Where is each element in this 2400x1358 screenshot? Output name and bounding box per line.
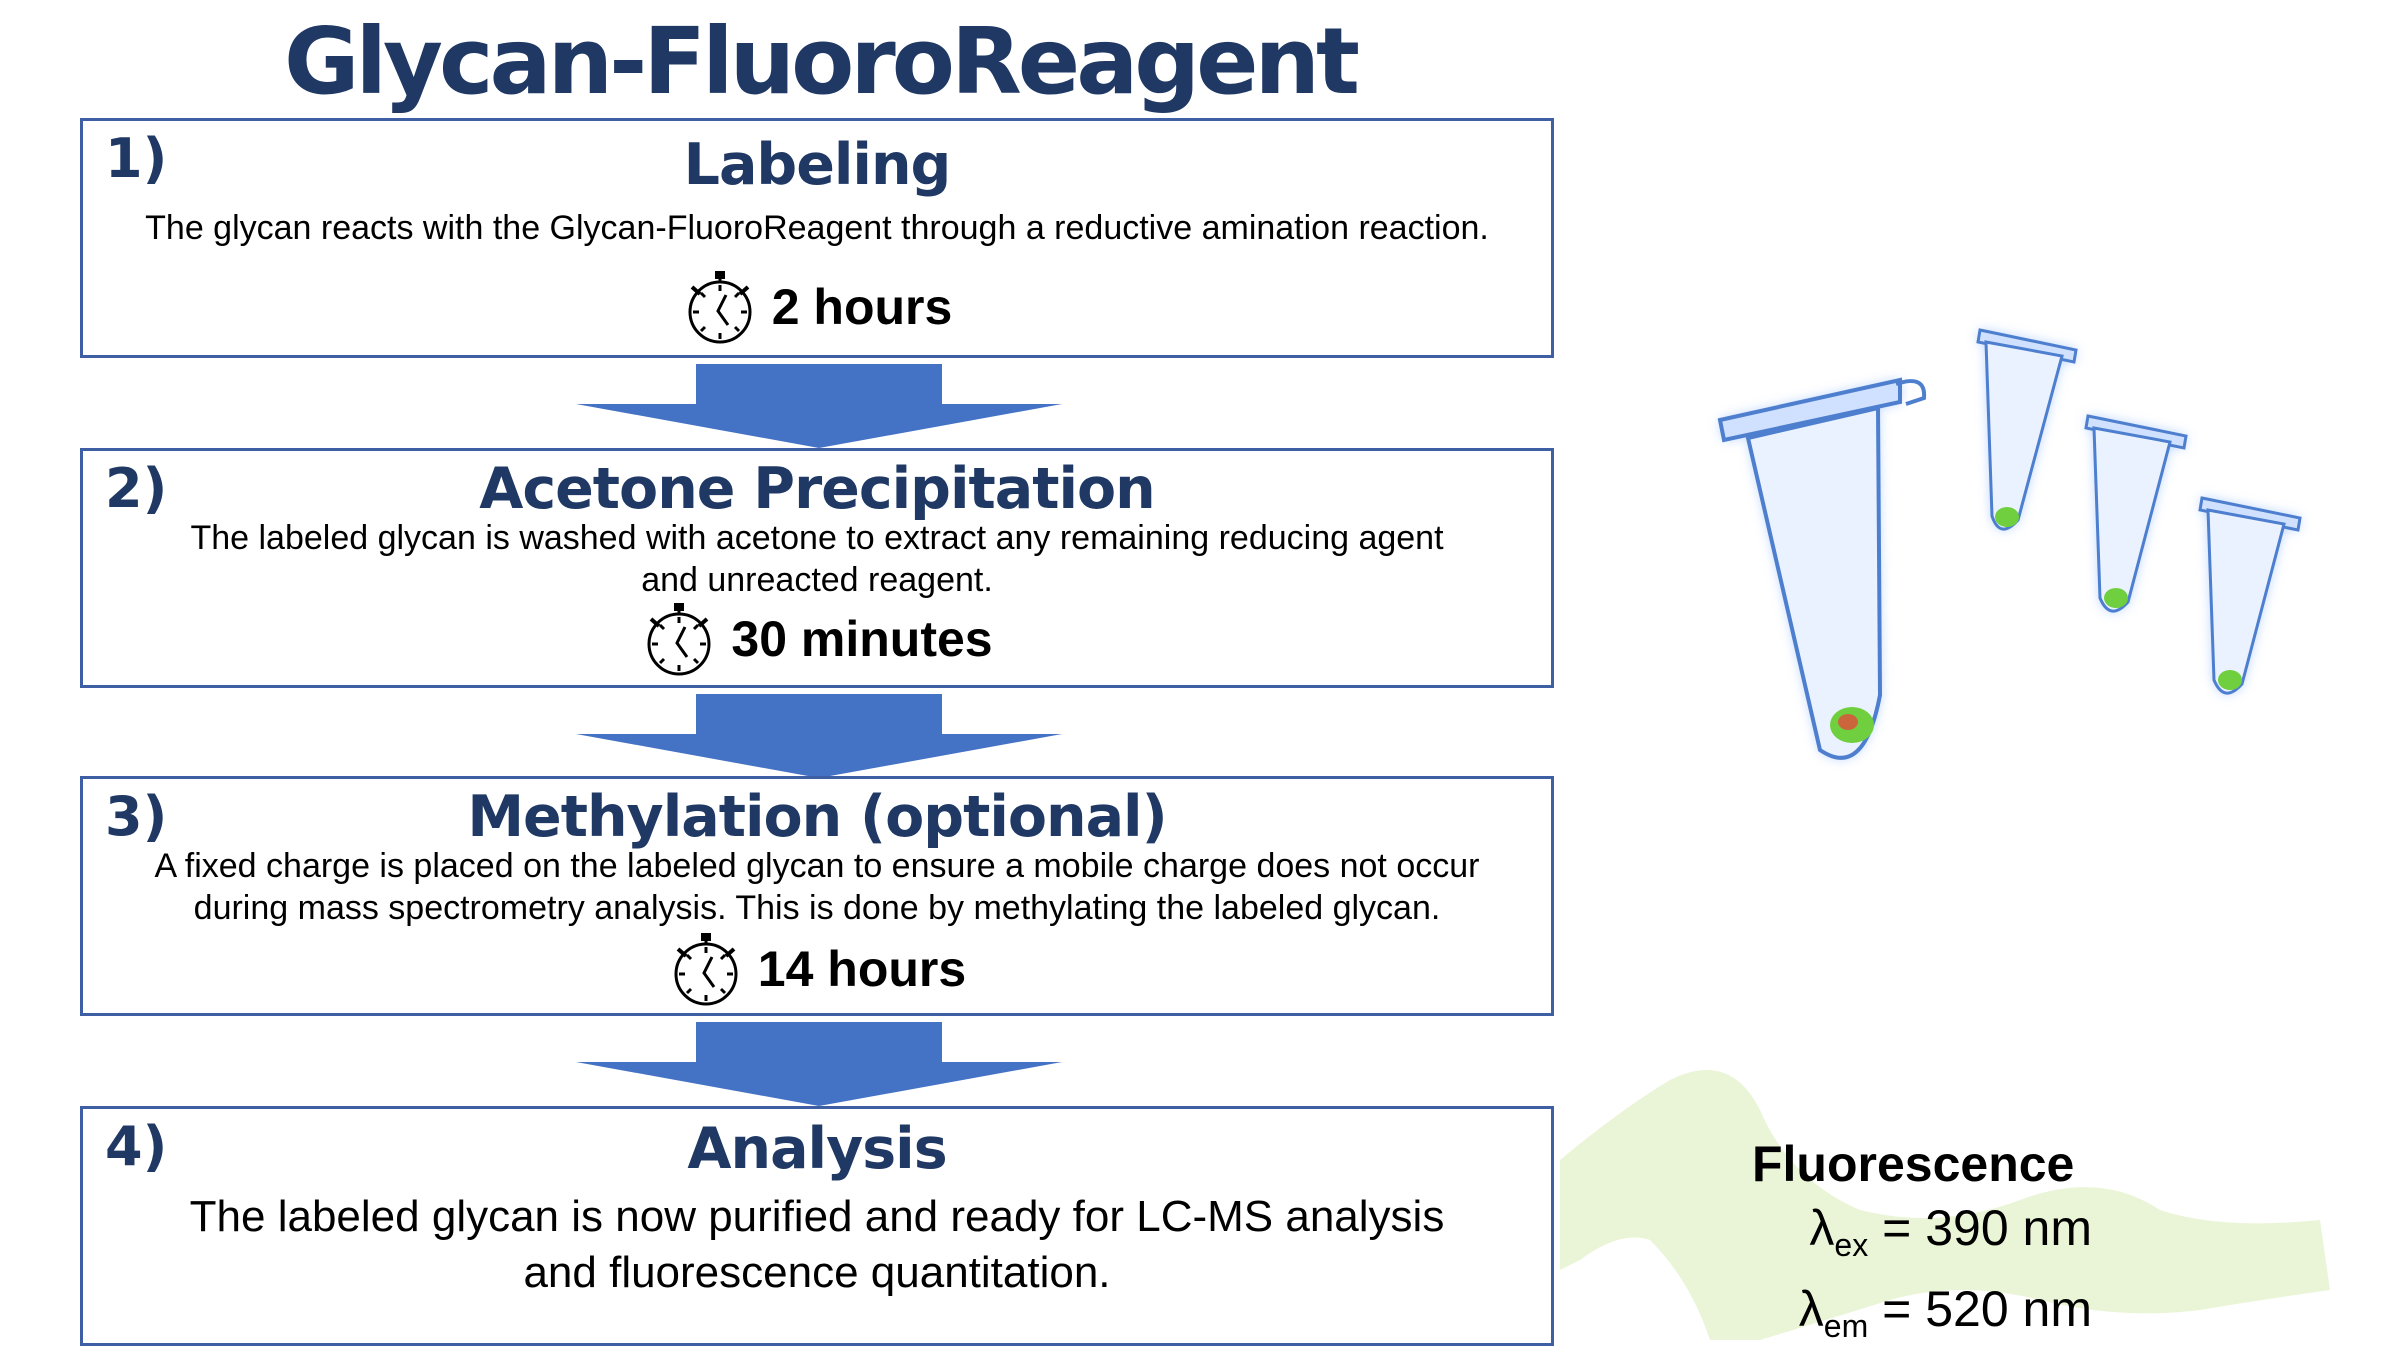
step-title: Acetone Precipitation bbox=[479, 456, 1156, 522]
arrow-down-icon bbox=[576, 364, 1062, 448]
page-title: Glycan-FluoroReagent bbox=[283, 8, 1360, 115]
microcentrifuge-tube-icon bbox=[1976, 328, 2078, 531]
step-description: The labeled glycan is now purified and r… bbox=[103, 1189, 1531, 1301]
fluorescence-title: Fluorescence bbox=[1752, 1136, 2075, 1192]
step-number: 1) bbox=[105, 127, 168, 190]
step-title: Analysis bbox=[687, 1116, 947, 1182]
step-duration: 14 hours bbox=[83, 929, 1551, 1009]
microcentrifuge-tube-icon bbox=[1717, 377, 1927, 760]
step-number: 3) bbox=[105, 785, 168, 848]
emission-wavelength: λem = 520 nm bbox=[1752, 1277, 2092, 1358]
emission-subscript: em bbox=[1823, 1308, 1869, 1344]
step-duration: 2 hours bbox=[83, 267, 1551, 347]
description-line: The labeled glycan is washed with aceton… bbox=[190, 519, 1444, 557]
description-line: and unreacted reagent. bbox=[641, 561, 993, 599]
description-line: during mass spectrometry analysis. This … bbox=[193, 889, 1441, 927]
step-number: 2) bbox=[105, 457, 168, 520]
step-title: Labeling bbox=[683, 132, 952, 198]
lambda-symbol: λ bbox=[1798, 1281, 1824, 1337]
stopwatch-icon bbox=[682, 267, 758, 347]
emission-value: = 520 nm bbox=[1882, 1281, 2092, 1337]
description-line: and fluorescence quantitation. bbox=[523, 1248, 1111, 1297]
arrow-down-icon bbox=[576, 1022, 1062, 1106]
duration-text: 30 minutes bbox=[731, 611, 993, 667]
step-analysis-box: 4) Analysis The labeled glycan is now pu… bbox=[80, 1106, 1554, 1346]
lambda-symbol: λ bbox=[1809, 1200, 1835, 1256]
excitation-value: = 390 nm bbox=[1882, 1200, 2092, 1256]
fluorescence-info: Fluorescence λex = 390 nm λem = 520 nm bbox=[1752, 1132, 2092, 1358]
description-line: A fixed charge is placed on the labeled … bbox=[154, 847, 1480, 885]
description-line: The labeled glycan is now purified and r… bbox=[189, 1192, 1445, 1241]
step-title: Methylation (optional) bbox=[467, 784, 1167, 850]
stopwatch-icon bbox=[641, 599, 717, 679]
step-description: The glycan reacts with the Glycan-Fluoro… bbox=[145, 209, 1489, 247]
step-labeling-box: 1) Labeling The glycan reacts with the G… bbox=[80, 118, 1554, 358]
step-duration: 30 minutes bbox=[83, 599, 1551, 679]
stopwatch-icon bbox=[668, 929, 744, 1009]
step-number: 4) bbox=[105, 1115, 168, 1178]
step-acetone-precipitation-box: 2) Acetone Precipitation The labeled gly… bbox=[80, 448, 1554, 688]
step-methylation-box: 3) Methylation (optional) A fixed charge… bbox=[80, 776, 1554, 1016]
duration-text: 2 hours bbox=[771, 279, 953, 335]
excitation-wavelength: λex = 390 nm bbox=[1752, 1196, 2092, 1277]
excitation-subscript: ex bbox=[1834, 1227, 1869, 1263]
step-description: The labeled glycan is washed with aceton… bbox=[103, 517, 1531, 601]
microcentrifuge-tube-icon bbox=[2198, 496, 2302, 695]
sample-tubes-illustration bbox=[1717, 328, 2302, 760]
microcentrifuge-tube-icon bbox=[2084, 414, 2188, 613]
highlighter-stroke bbox=[1560, 1070, 2330, 1340]
step-description: A fixed charge is placed on the labeled … bbox=[103, 845, 1531, 929]
duration-text: 14 hours bbox=[757, 941, 967, 997]
arrow-down-icon bbox=[576, 694, 1062, 778]
